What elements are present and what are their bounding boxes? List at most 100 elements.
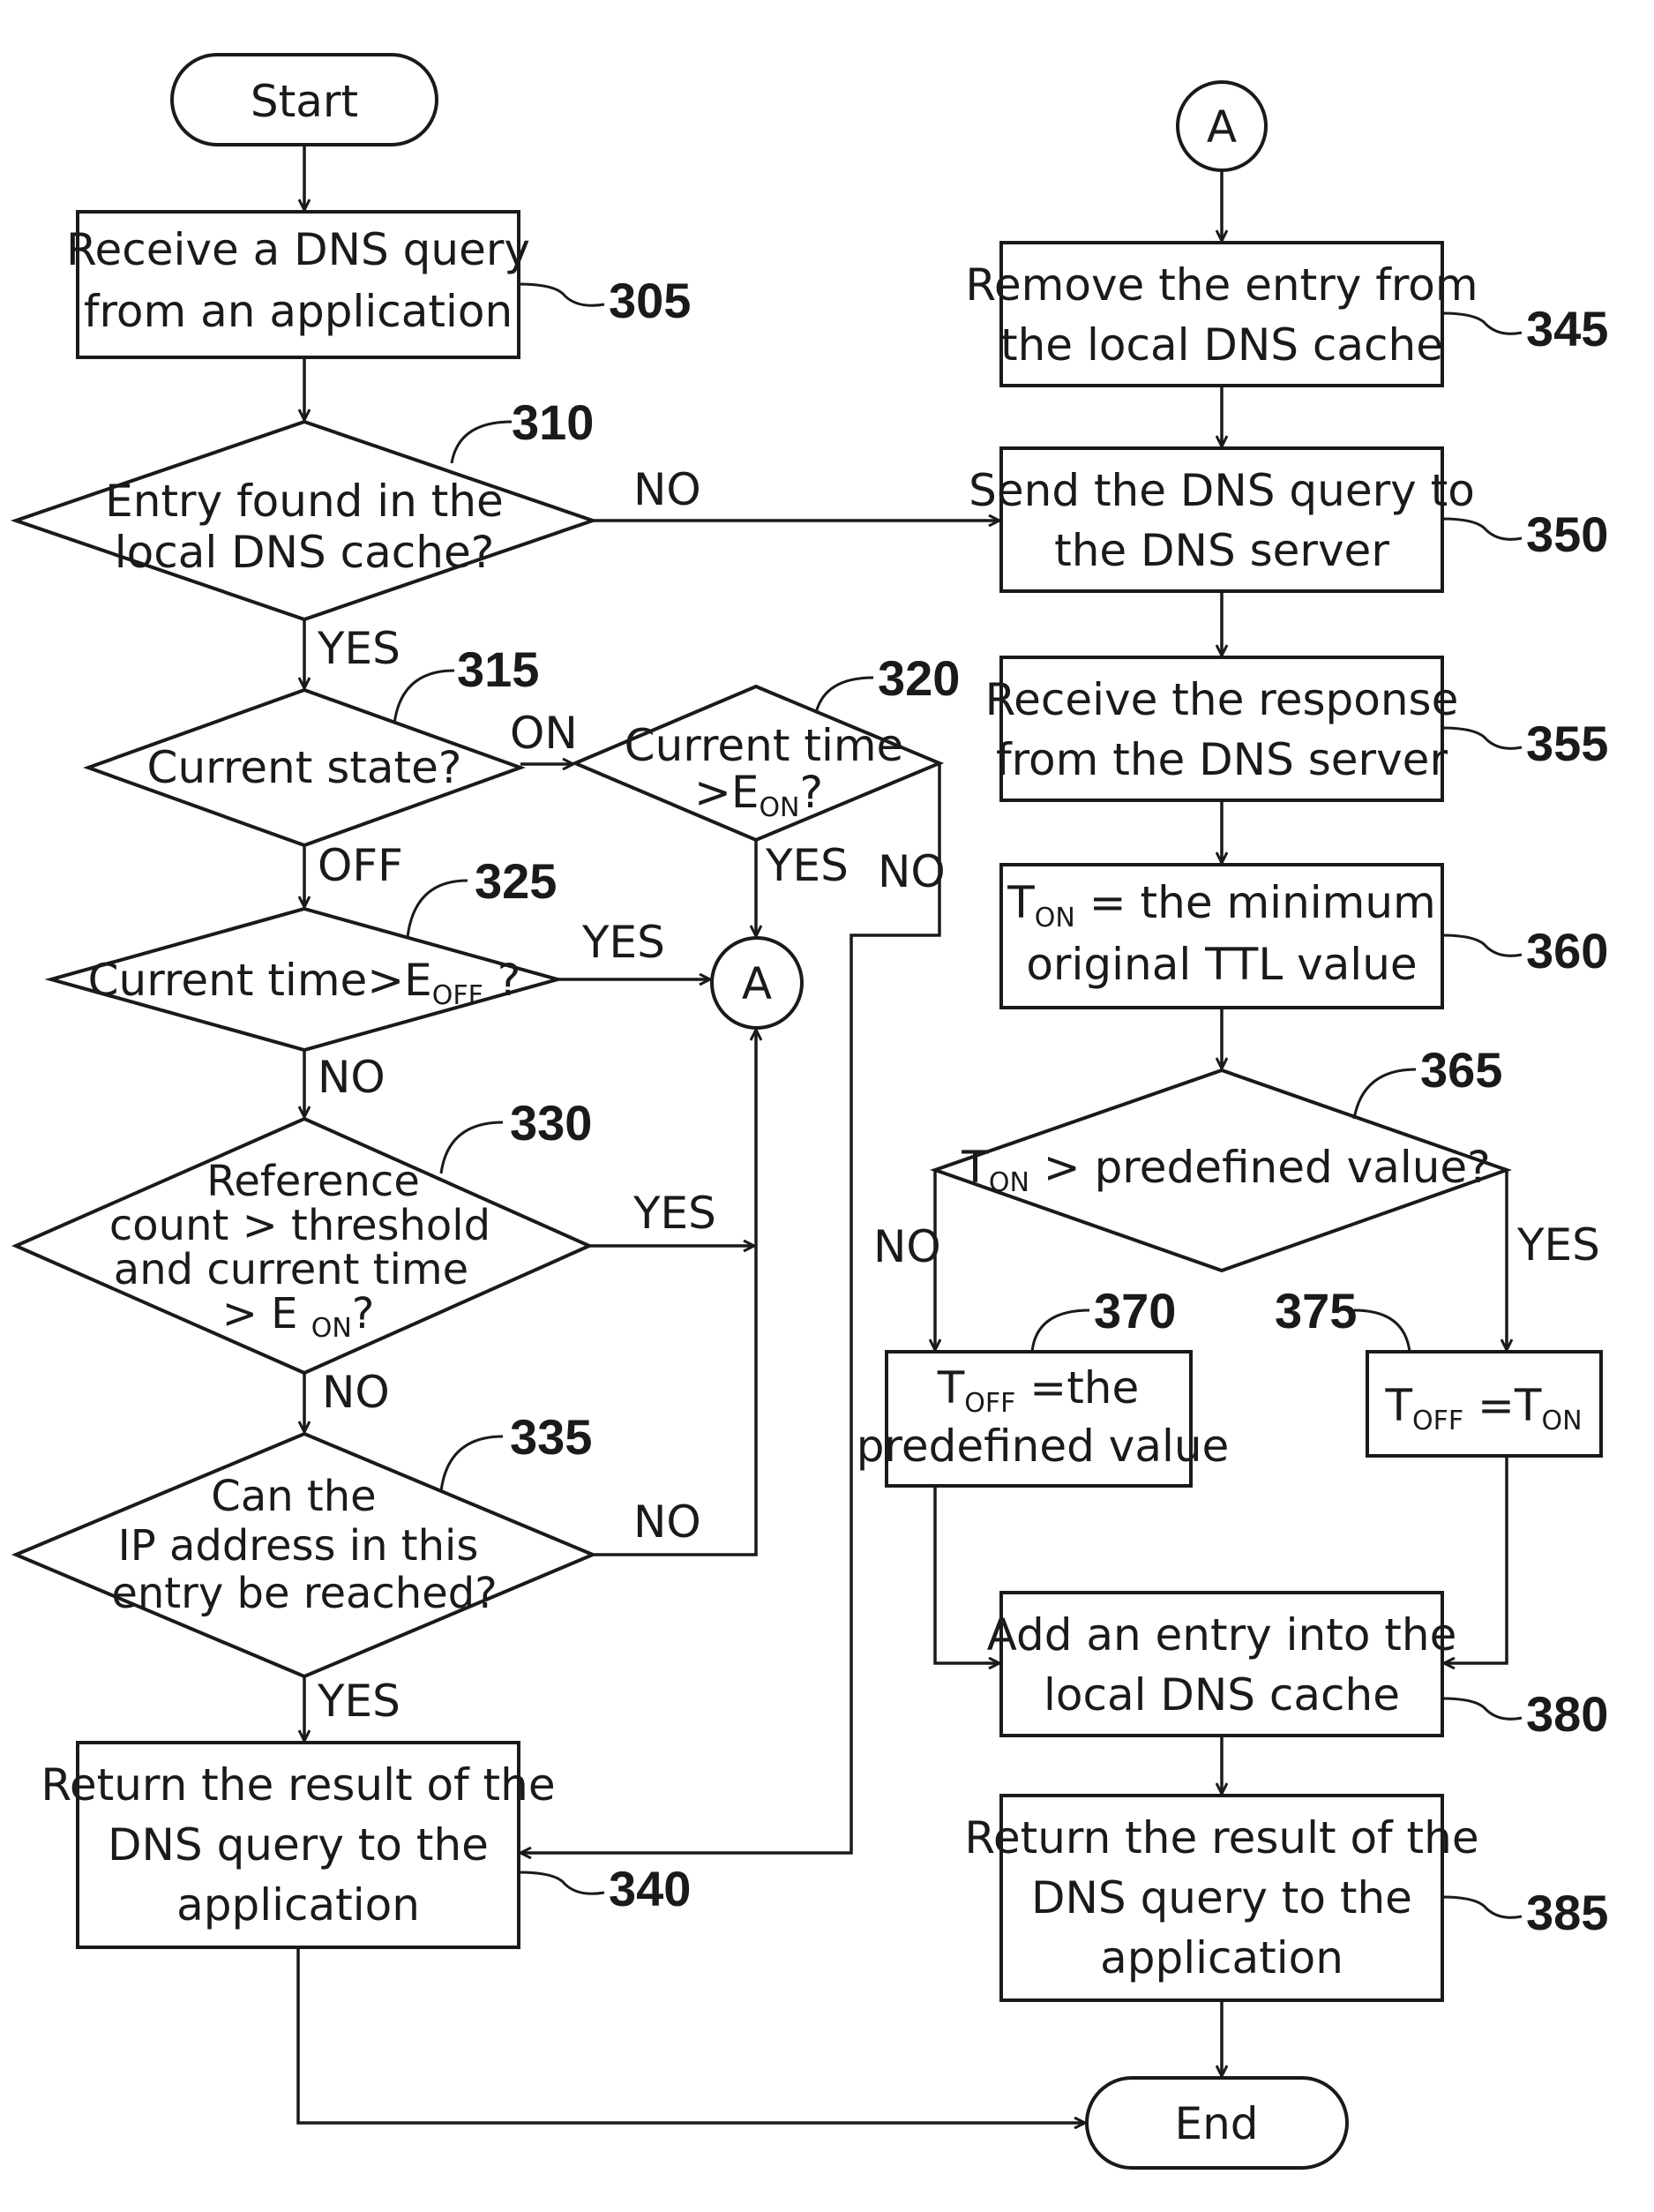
ref-315: 315 — [457, 641, 539, 697]
step-315-line1: Current state? — [147, 742, 462, 793]
ref-380: 380 — [1526, 1686, 1608, 1742]
label-310-yes: YES — [317, 623, 400, 674]
step-355-receive-response: Receive the response from the DNS server — [985, 657, 1459, 800]
leader-365 — [1354, 1069, 1416, 1119]
label-335-no: NO — [633, 1496, 701, 1548]
step-355-line2: from the DNS server — [996, 734, 1448, 785]
connector-a-top-label: A — [1207, 101, 1237, 153]
step-365-ton-exceeds-predefined-decision: TON > predefined value? — [935, 1070, 1507, 1271]
ref-330: 330 — [510, 1095, 592, 1151]
step-335-line2: IP address in this — [118, 1521, 479, 1571]
label-320-yes: YES — [765, 840, 849, 891]
leader-315 — [394, 671, 454, 724]
step-340-return-result: Return the result of the DNS query to th… — [41, 1743, 555, 1947]
ref-335: 335 — [510, 1409, 592, 1465]
leader-310 — [452, 422, 512, 463]
label-310-no: NO — [633, 464, 701, 515]
label-330-no: NO — [322, 1367, 390, 1418]
leader-330 — [441, 1122, 503, 1173]
arrow-340-end — [298, 1947, 1085, 2123]
end-label: End — [1174, 2098, 1258, 2149]
step-320-line1: Current time — [625, 720, 904, 771]
step-365-line1: TON > predefined value? — [961, 1142, 1490, 1198]
step-375-set-toff-ton: TOFF =TON — [1367, 1352, 1601, 1456]
ref-340: 340 — [609, 1861, 691, 1916]
step-335-line1: Can the — [211, 1472, 376, 1521]
step-310-entry-found-decision: Entry found in the local DNS cache? — [16, 422, 593, 619]
start-label: Start — [251, 76, 358, 127]
label-325-yes: YES — [581, 917, 665, 968]
step-355-line1: Receive the response — [985, 674, 1459, 725]
leader-350 — [1442, 519, 1522, 539]
end-terminal: End — [1087, 2078, 1347, 2168]
step-330-line1: Reference — [206, 1157, 420, 1206]
step-385-line1: Return the result of the — [964, 1812, 1478, 1863]
leader-360 — [1442, 935, 1522, 956]
ref-365: 365 — [1420, 1042, 1502, 1098]
ref-345: 345 — [1526, 301, 1608, 356]
step-370-set-toff-predefined: TOFF =the predefined value — [857, 1352, 1230, 1486]
step-380-line2: local DNS cache — [1044, 1669, 1400, 1721]
step-360-line2: original TTL value — [1026, 939, 1417, 990]
step-320-time-exceeds-eon-decision: Current time >EON? — [575, 686, 939, 840]
label-320-no: NO — [878, 846, 946, 897]
step-330-line4: > E ON? — [222, 1289, 375, 1344]
leader-380 — [1442, 1698, 1522, 1719]
step-330-line3: and current time — [114, 1245, 468, 1294]
ref-370: 370 — [1094, 1283, 1176, 1338]
leader-355 — [1442, 728, 1522, 748]
step-345-line2: the local DNS cache — [1000, 319, 1443, 371]
connector-a-top: A — [1178, 82, 1266, 170]
start-terminal: Start — [172, 55, 437, 145]
ref-320: 320 — [878, 650, 960, 706]
step-310-line2: local DNS cache? — [115, 527, 495, 578]
step-330-line2: count > threshold — [109, 1201, 490, 1250]
step-315-current-state-decision: Current state? — [88, 690, 520, 845]
label-325-no: NO — [318, 1052, 385, 1103]
step-385-line3: application — [1100, 1932, 1343, 1983]
ref-350: 350 — [1526, 506, 1608, 562]
label-365-no: NO — [873, 1221, 941, 1272]
step-380-line1: Add an entry into the — [987, 1609, 1457, 1661]
label-335-yes: YES — [317, 1676, 400, 1727]
step-305-receive-query: Receive a DNS query from an application — [66, 212, 530, 357]
step-330-reference-count-decision: Reference count > threshold and current … — [16, 1119, 589, 1373]
leader-385 — [1442, 1897, 1522, 1917]
step-305-line2: from an application — [84, 286, 513, 337]
step-340-line3: application — [176, 1879, 420, 1931]
leader-375 — [1354, 1310, 1410, 1352]
ref-305: 305 — [609, 273, 691, 328]
leader-305 — [519, 284, 604, 305]
step-305-line1: Receive a DNS query — [66, 224, 530, 275]
step-340-line1: Return the result of the — [41, 1759, 555, 1811]
leader-340 — [519, 1872, 604, 1893]
step-360-set-ton: TON = the minimum original TTL value — [1001, 865, 1442, 1008]
label-315-on: ON — [510, 708, 578, 759]
leader-320 — [816, 678, 873, 713]
step-335-ip-reachable-decision: Can the IP address in this entry be reac… — [16, 1434, 593, 1676]
ref-310: 310 — [512, 394, 594, 450]
step-350-line1: Send the DNS query to — [969, 465, 1475, 516]
step-350-send-query: Send the DNS query to the DNS server — [969, 448, 1475, 591]
step-380-add-entry: Add an entry into the local DNS cache — [987, 1593, 1457, 1736]
leader-325 — [408, 881, 468, 937]
ref-360: 360 — [1526, 923, 1608, 979]
step-350-line2: the DNS server — [1054, 525, 1389, 576]
step-345-line1: Remove the entry from — [965, 259, 1478, 311]
leader-335 — [441, 1436, 503, 1491]
ref-325: 325 — [475, 853, 557, 909]
step-335-line3: entry be reached? — [111, 1569, 497, 1618]
ref-355: 355 — [1526, 716, 1608, 771]
label-365-yes: YES — [1516, 1219, 1600, 1271]
connector-a-left-label: A — [742, 958, 772, 1009]
step-340-line2: DNS query to the — [108, 1819, 489, 1871]
step-325-time-exceeds-eoff-decision: Current time>EOFF ? — [51, 909, 558, 1050]
arrow-335-no-a — [593, 1030, 756, 1555]
leader-370 — [1032, 1310, 1089, 1352]
step-310-line1: Entry found in the — [105, 476, 504, 527]
step-345-remove-entry: Remove the entry from the local DNS cach… — [965, 243, 1478, 386]
step-385-return-result: Return the result of the DNS query to th… — [964, 1796, 1478, 2000]
label-330-yes: YES — [632, 1188, 716, 1239]
label-315-off: OFF — [318, 840, 403, 891]
